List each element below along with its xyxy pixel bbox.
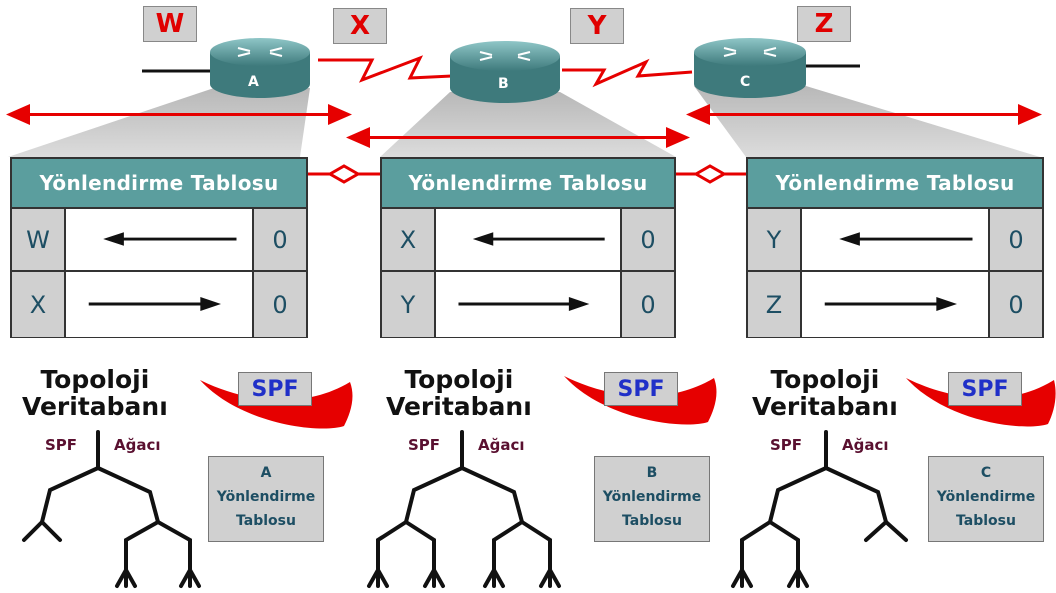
left-arrow-icon bbox=[66, 209, 252, 270]
network-cell: W bbox=[12, 209, 66, 270]
left-arrow-icon bbox=[436, 209, 620, 270]
topology-line2: Veritabanı bbox=[22, 392, 168, 421]
router-table-line1: Yönlendirme bbox=[216, 489, 316, 505]
routing-table-c: Yönlendirme Tablosu Y 0 Z 0 bbox=[746, 157, 1044, 338]
table-row: X 0 bbox=[12, 272, 306, 337]
spf-box-c: SPF bbox=[948, 372, 1022, 406]
left-arrow-icon bbox=[802, 209, 988, 270]
router-table-line2: Tablosu bbox=[622, 513, 682, 529]
tree-label-agaci: Ağacı bbox=[842, 436, 889, 454]
spf-trees bbox=[22, 430, 908, 588]
link-x bbox=[318, 55, 453, 83]
cone-c bbox=[694, 86, 1040, 157]
router-c-icon bbox=[694, 38, 806, 98]
right-arrow-icon bbox=[66, 272, 252, 337]
tree-label-spf: SPF bbox=[45, 436, 78, 454]
cost-cell: 0 bbox=[988, 272, 1042, 337]
router-table-line2: Tablosu bbox=[956, 513, 1016, 529]
network-label-w: W bbox=[143, 6, 197, 42]
table-row: X 0 bbox=[382, 209, 674, 272]
router-a-icon bbox=[210, 38, 310, 98]
network-label-y: Y bbox=[570, 8, 624, 44]
flood-arrows bbox=[6, 104, 1042, 148]
router-b-label: B bbox=[498, 76, 509, 92]
tree-label-spf: SPF bbox=[770, 436, 803, 454]
topology-line1: Topoloji bbox=[40, 365, 150, 394]
tree-label-agaci: Ağacı bbox=[114, 436, 161, 454]
topology-db-title-c: Topoloji Veritabanı bbox=[752, 366, 898, 420]
cone-b bbox=[380, 92, 676, 157]
router-name: C bbox=[980, 465, 992, 481]
topology-line2: Veritabanı bbox=[386, 392, 532, 421]
router-table-box-c: C Yönlendirme Tablosu bbox=[928, 456, 1044, 542]
topology-db-title-b: Topoloji Veritabanı bbox=[386, 366, 532, 420]
topology-line1: Topoloji bbox=[404, 365, 514, 394]
router-table-box-b: B Yönlendirme Tablosu bbox=[594, 456, 710, 542]
routing-table-title: Yönlendirme Tablosu bbox=[748, 159, 1042, 209]
routing-table-title: Yönlendirme Tablosu bbox=[12, 159, 306, 209]
topology-db-title-a: Topoloji Veritabanı bbox=[22, 366, 168, 420]
tree-label-spf: SPF bbox=[408, 436, 441, 454]
router-table-line2: Tablosu bbox=[236, 513, 296, 529]
topology-line1: Topoloji bbox=[770, 365, 880, 394]
router-table-line1: Yönlendirme bbox=[936, 489, 1036, 505]
router-a-label: A bbox=[248, 74, 259, 90]
router-c-label: C bbox=[740, 74, 751, 90]
router-name: A bbox=[260, 465, 272, 481]
table-row: W 0 bbox=[12, 209, 306, 272]
routing-table-title: Yönlendirme Tablosu bbox=[382, 159, 674, 209]
cost-cell: 0 bbox=[252, 209, 306, 270]
network-label-z: Z bbox=[797, 6, 851, 42]
right-arrow-icon bbox=[436, 272, 620, 337]
router-table-box-a: A Yönlendirme Tablosu bbox=[208, 456, 324, 542]
network-cell: Z bbox=[748, 272, 802, 337]
table-row: Y 0 bbox=[382, 272, 674, 337]
link-y bbox=[562, 58, 693, 88]
network-cell: X bbox=[382, 209, 436, 270]
network-label-x: X bbox=[333, 8, 387, 44]
table-row: Z 0 bbox=[748, 272, 1042, 337]
spf-box-a: SPF bbox=[238, 372, 312, 406]
router-name: B bbox=[646, 465, 658, 481]
right-arrow-icon bbox=[802, 272, 988, 337]
topology-line2: Veritabanı bbox=[752, 392, 898, 421]
spf-box-b: SPF bbox=[604, 372, 678, 406]
router-b-icon bbox=[450, 41, 560, 103]
cost-cell: 0 bbox=[252, 272, 306, 337]
cost-cell: 0 bbox=[620, 209, 674, 270]
table-sync-connectors bbox=[306, 164, 748, 184]
router-table-line1: Yönlendirme bbox=[602, 489, 702, 505]
cost-cell: 0 bbox=[620, 272, 674, 337]
routing-table-b: Yönlendirme Tablosu X 0 Y 0 bbox=[380, 157, 676, 338]
cost-cell: 0 bbox=[988, 209, 1042, 270]
cone-a bbox=[8, 88, 310, 157]
network-cell: Y bbox=[382, 272, 436, 337]
network-cell: X bbox=[12, 272, 66, 337]
tree-label-agaci: Ağacı bbox=[478, 436, 525, 454]
network-cell: Y bbox=[748, 209, 802, 270]
routing-table-a: Yönlendirme Tablosu W 0 X 0 bbox=[10, 157, 308, 338]
table-row: Y 0 bbox=[748, 209, 1042, 272]
